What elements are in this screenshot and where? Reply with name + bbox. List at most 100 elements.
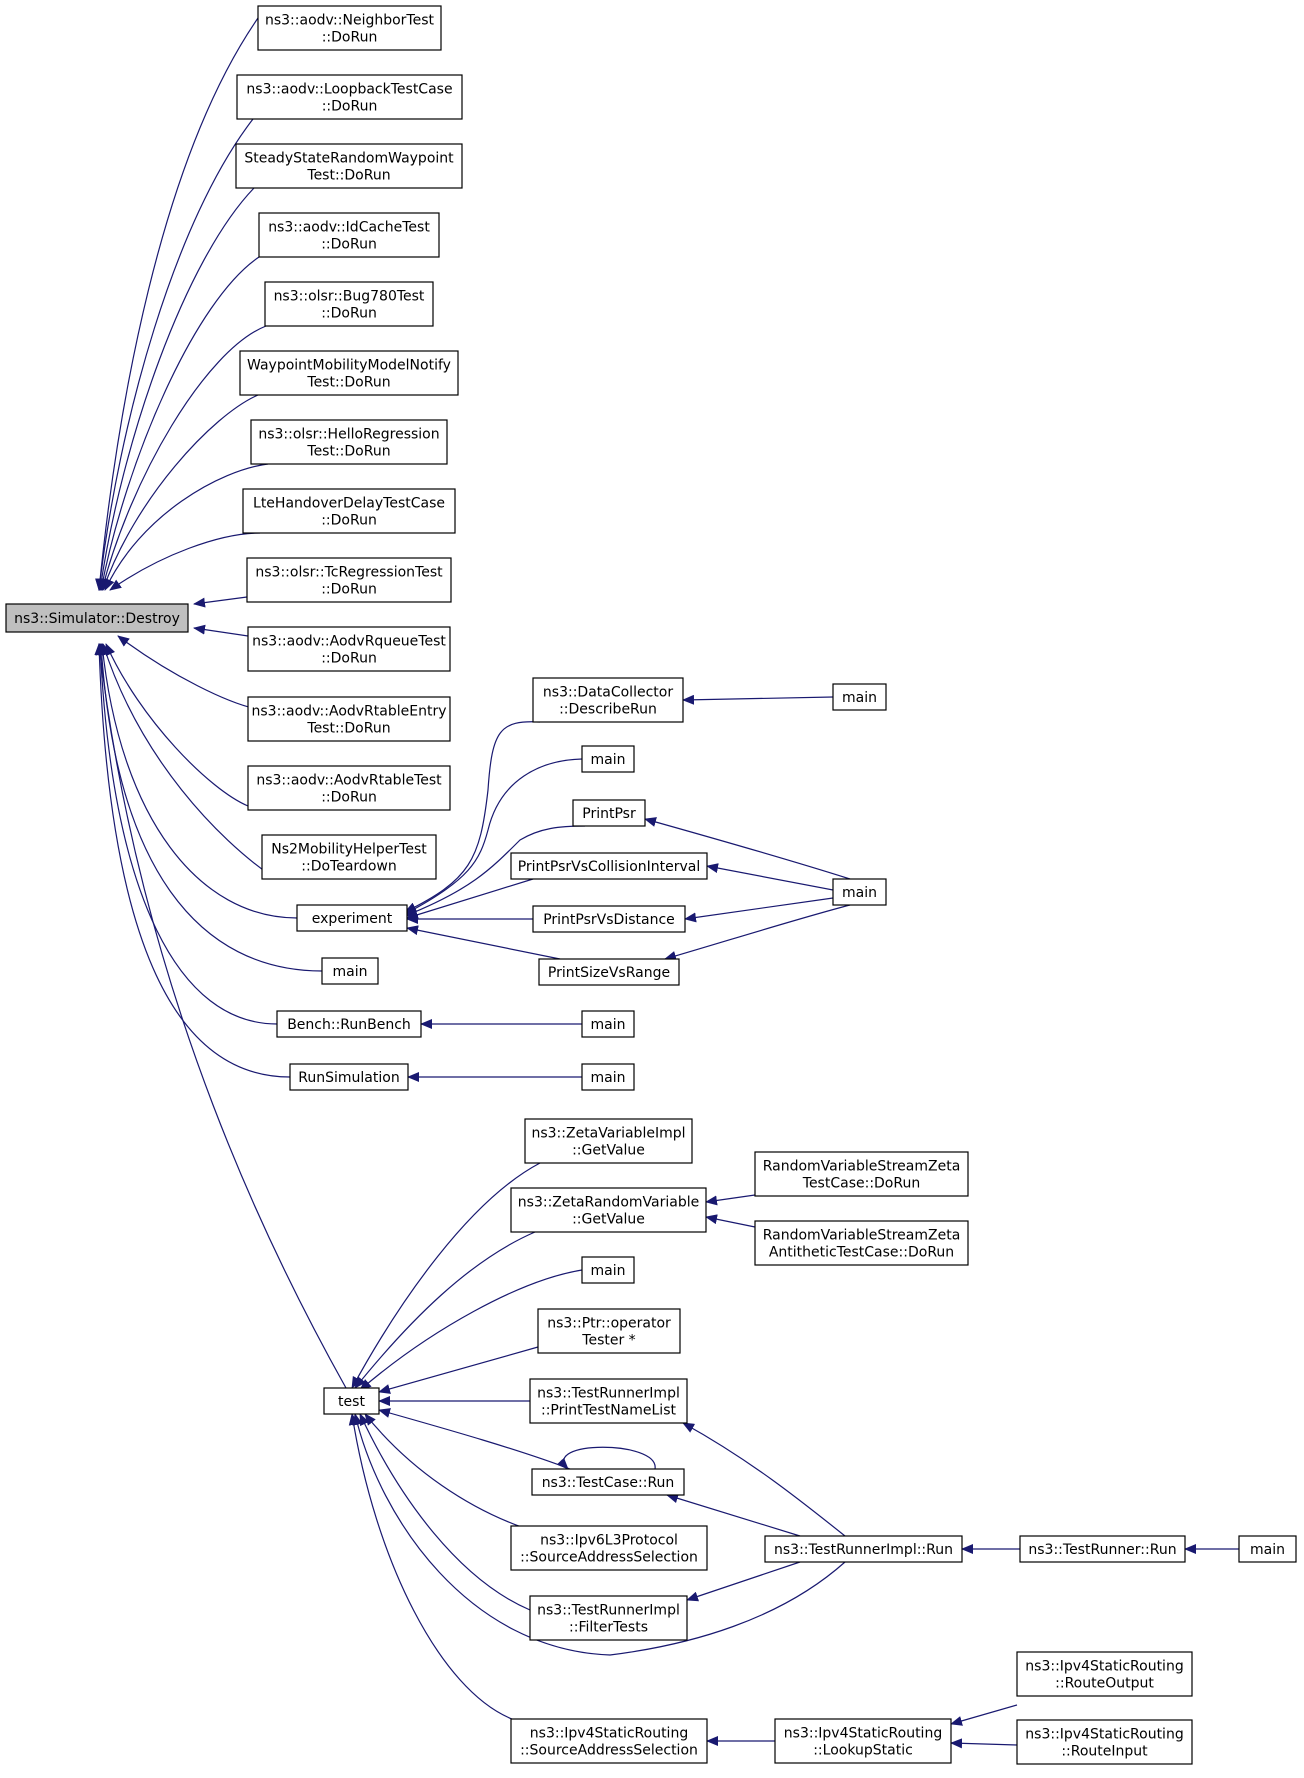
node-dc[interactable]: ns3::DataCollector::DescribeRun	[532, 677, 684, 723]
node-zrv[interactable]: ns3::ZetaRandomVariable::GetValue	[510, 1187, 707, 1233]
edge-root-n1	[95, 17, 259, 591]
node-label: ::DoRun	[321, 237, 377, 253]
node-label: main	[1250, 1542, 1285, 1558]
node-box	[538, 958, 680, 986]
node-ls[interactable]: ns3::Ipv4StaticRouting::LookupStatic	[774, 1718, 952, 1764]
node-n4[interactable]: ns3::aodv::IdCacheTest::DoRun	[258, 212, 440, 258]
node-label: ns3::aodv::AodvRtableEntry	[252, 704, 447, 720]
node-n8[interactable]: LteHandoverDelayTestCase::DoRun	[242, 488, 456, 534]
node-trpl[interactable]: ns3::TestRunnerImpl::PrintTestNameList	[529, 1378, 688, 1424]
node-main_b[interactable]: main	[581, 745, 635, 773]
node-box	[510, 1718, 708, 1764]
node-box	[581, 1010, 635, 1038]
node-label: main	[842, 885, 877, 901]
edge-test-ipv6	[364, 1413, 531, 1531]
edge-dc-main	[682, 694, 834, 705]
node-main_c[interactable]: main	[581, 1256, 635, 1284]
node-ri[interactable]: ns3::Ipv4StaticRouting::RouteInput	[1016, 1719, 1193, 1765]
node-printpsr[interactable]: PrintPsr	[572, 799, 646, 827]
node-label: ::PrintTestNameList	[541, 1403, 676, 1419]
node-label: WaypointMobilityModelNotify	[247, 358, 451, 374]
edge-tcrun-self	[556, 1446, 656, 1470]
node-box	[754, 1151, 969, 1197]
node-box	[529, 1595, 688, 1641]
edge-root-n5	[99, 325, 267, 591]
node-n1[interactable]: ns3::aodv::NeighborTest::DoRun	[257, 5, 442, 51]
node-ipv4sas[interactable]: ns3::Ipv4StaticRouting::SourceAddressSel…	[510, 1718, 708, 1764]
node-label: SteadyStateRandomWaypoint	[244, 151, 454, 167]
node-label: ns3::Ipv6L3Protocol	[540, 1533, 678, 1549]
node-label: ns3::olsr::TcRegressionTest	[255, 565, 443, 581]
node-box	[289, 1063, 409, 1091]
node-label: ns3::olsr::HelloRegression	[258, 427, 439, 443]
edge-root-n9	[193, 596, 248, 608]
node-trrun[interactable]: ns3::TestRunner::Run	[1019, 1535, 1186, 1563]
node-box	[258, 212, 440, 258]
node-label: ns3::aodv::IdCacheTest	[268, 220, 430, 236]
node-main_runsim[interactable]: main	[581, 1063, 635, 1091]
node-label: Test::DoRun	[306, 375, 390, 391]
node-trft[interactable]: ns3::TestRunnerImpl::FilterTests	[529, 1595, 688, 1641]
node-label: ns3::aodv::AodvRqueueTest	[252, 634, 446, 650]
edge-root-n4	[98, 256, 260, 591]
node-root[interactable]: ns3::Simulator::Destroy	[5, 603, 189, 633]
node-experiment[interactable]: experiment	[296, 904, 408, 932]
node-trirun[interactable]: ns3::TestRunnerImpl::Run	[764, 1535, 963, 1563]
node-test[interactable]: test	[323, 1387, 380, 1415]
node-label: main	[591, 752, 626, 768]
node-label: Test::DoRun	[306, 721, 390, 737]
edge-printpsr-main	[644, 817, 851, 880]
node-label: main	[842, 690, 877, 706]
node-label: ns3::aodv::NeighborTest	[265, 13, 435, 29]
node-main_pp[interactable]: main	[832, 878, 887, 906]
node-label: ::DoRun	[322, 30, 378, 46]
node-main_bench[interactable]: main	[581, 1010, 635, 1038]
node-label: ns3::ZetaVariableImpl	[531, 1126, 685, 1142]
node-zvi[interactable]: ns3::ZetaVariableImpl::GetValue	[524, 1118, 693, 1164]
node-box	[261, 834, 437, 880]
node-n13[interactable]: Ns2MobilityHelperTest::DoTeardown	[261, 834, 437, 880]
node-runsim[interactable]: RunSimulation	[289, 1063, 409, 1091]
edge-experiment-dc	[404, 721, 541, 913]
node-bench[interactable]: Bench::RunBench	[276, 1010, 422, 1038]
node-box	[510, 852, 708, 880]
node-label: ns3::TestRunnerImpl::Run	[774, 1542, 953, 1558]
node-n5[interactable]: ns3::olsr::Bug780Test::DoRun	[264, 281, 434, 327]
node-box	[235, 143, 463, 189]
node-tcrun[interactable]: ns3::TestCase::Run	[531, 1468, 685, 1496]
node-box	[524, 1118, 693, 1164]
node-n12[interactable]: ns3::aodv::AodvRtableTest::DoRun	[247, 765, 451, 811]
node-label: ::LookupStatic	[813, 1743, 913, 1759]
edge-trpl-trirun	[682, 1422, 846, 1537]
node-label: PrintPsr	[582, 806, 636, 822]
node-n9[interactable]: ns3::olsr::TcRegressionTest::DoRun	[246, 557, 452, 603]
node-label: ::DoRun	[322, 99, 378, 115]
node-psr[interactable]: PrintSizeVsRange	[538, 958, 680, 986]
node-ppd[interactable]: PrintPsrVsDistance	[532, 905, 686, 933]
node-main_dc[interactable]: main	[832, 683, 887, 711]
node-box	[321, 957, 379, 985]
node-box	[247, 696, 451, 742]
node-ppci[interactable]: PrintPsrVsCollisionInterval	[510, 852, 708, 880]
node-ipv6[interactable]: ns3::Ipv6L3Protocol::SourceAddressSelect…	[510, 1525, 708, 1571]
node-label: RunSimulation	[298, 1070, 399, 1086]
node-main_a[interactable]: main	[321, 957, 379, 985]
node-rvsza[interactable]: RandomVariableStreamZetaAntitheticTestCa…	[754, 1220, 969, 1266]
edge-test-zvi	[351, 1162, 541, 1389]
node-n2[interactable]: ns3::aodv::LoopbackTestCase::DoRun	[236, 74, 463, 120]
node-box	[296, 904, 408, 932]
node-ro[interactable]: ns3::Ipv4StaticRouting::RouteOutput	[1016, 1651, 1193, 1697]
node-box	[250, 419, 448, 465]
node-box	[774, 1718, 952, 1764]
node-box	[581, 745, 635, 773]
node-label: ns3::aodv::LoopbackTestCase	[246, 82, 452, 98]
node-main_tr[interactable]: main	[1238, 1535, 1297, 1563]
node-n10[interactable]: ns3::aodv::AodvRqueueTest::DoRun	[247, 626, 451, 672]
